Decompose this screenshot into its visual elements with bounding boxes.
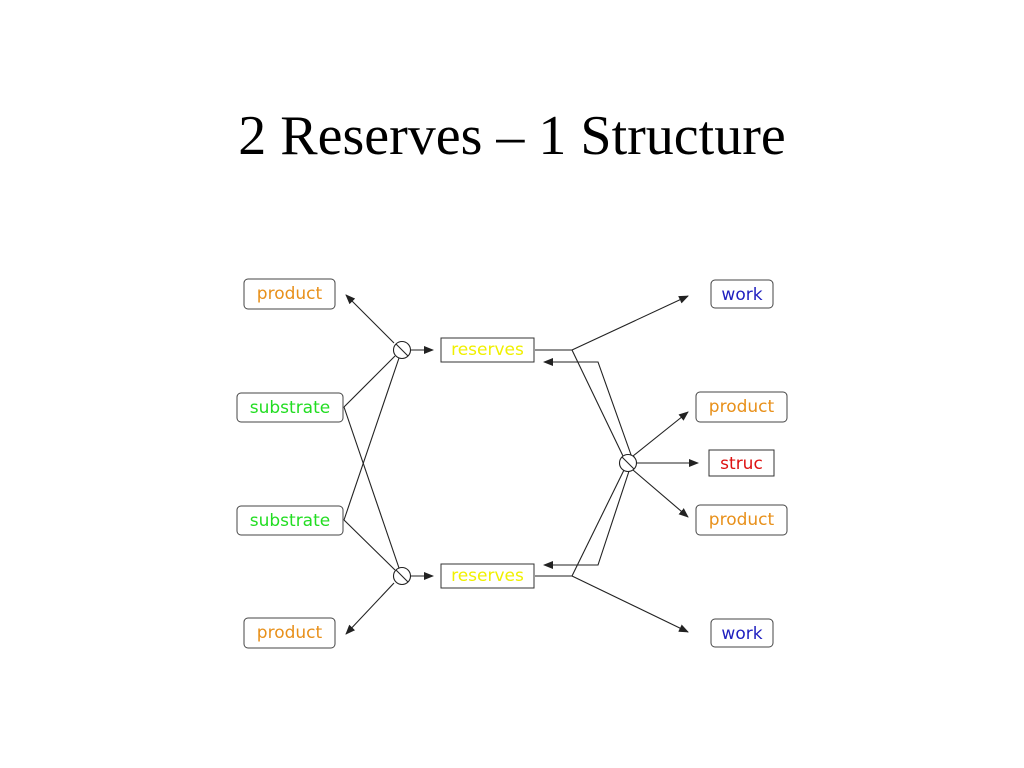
struc-box: struc (708, 449, 775, 477)
reaction-node-top-left (392, 340, 412, 360)
line-reserves-bottom-to-struc-node (571, 469, 625, 577)
line-substrate-lower-to-node-bottom (343, 519, 396, 571)
product-label: product (709, 510, 775, 530)
struc-label: struc (720, 454, 763, 474)
product-label: product (257, 623, 323, 643)
reserves-label: reserves (451, 566, 524, 586)
line-substrate-lower-to-node-top (343, 357, 400, 521)
arrow-struc-node-to-reserves-bottom (543, 455, 635, 569)
arrow-to-product-right-lower (632, 469, 689, 518)
work-box-top: work (710, 279, 774, 309)
product-label: product (709, 397, 775, 417)
connector-lines (343, 294, 699, 635)
reaction-node-struc (618, 453, 638, 473)
work-box-bottom: work (710, 618, 774, 648)
reserves-label: reserves (451, 340, 524, 360)
reserves-box-top: reserves (440, 337, 535, 363)
substrate-label: substrate (250, 398, 330, 418)
line-substrate-upper-to-node-bottom (343, 406, 400, 569)
work-label: work (721, 285, 762, 305)
product-box-right-upper: product (695, 391, 788, 423)
node-boxes: product substrate substrate product rese… (236, 278, 788, 649)
arrow-to-product-right-upper (632, 411, 689, 457)
reaction-node-bottom-left (392, 566, 412, 586)
product-label: product (257, 284, 323, 304)
reserves-box-bottom: reserves (440, 563, 535, 589)
reaction-nodes (392, 340, 638, 586)
product-box-top-left: product (243, 278, 336, 310)
substrate-label: substrate (250, 511, 330, 531)
substrate-box-upper: substrate (236, 392, 344, 423)
work-label: work (721, 624, 762, 644)
arrow-to-product-top-left (345, 294, 395, 344)
product-box-bottom-left: product (243, 617, 336, 649)
line-reserves-top-to-struc-node (571, 349, 624, 457)
arrow-to-product-bottom-left (345, 582, 395, 635)
arrow-struc-node-to-reserves-top (543, 358, 636, 467)
arrow-to-work-bottom (571, 575, 689, 633)
slide-title: 2 Reserves – 1 Structure (238, 105, 786, 167)
arrow-to-work-top (571, 295, 689, 351)
substrate-box-lower: substrate (236, 505, 344, 536)
product-box-right-lower: product (695, 504, 788, 536)
line-substrate-upper-to-node-top (343, 355, 396, 408)
